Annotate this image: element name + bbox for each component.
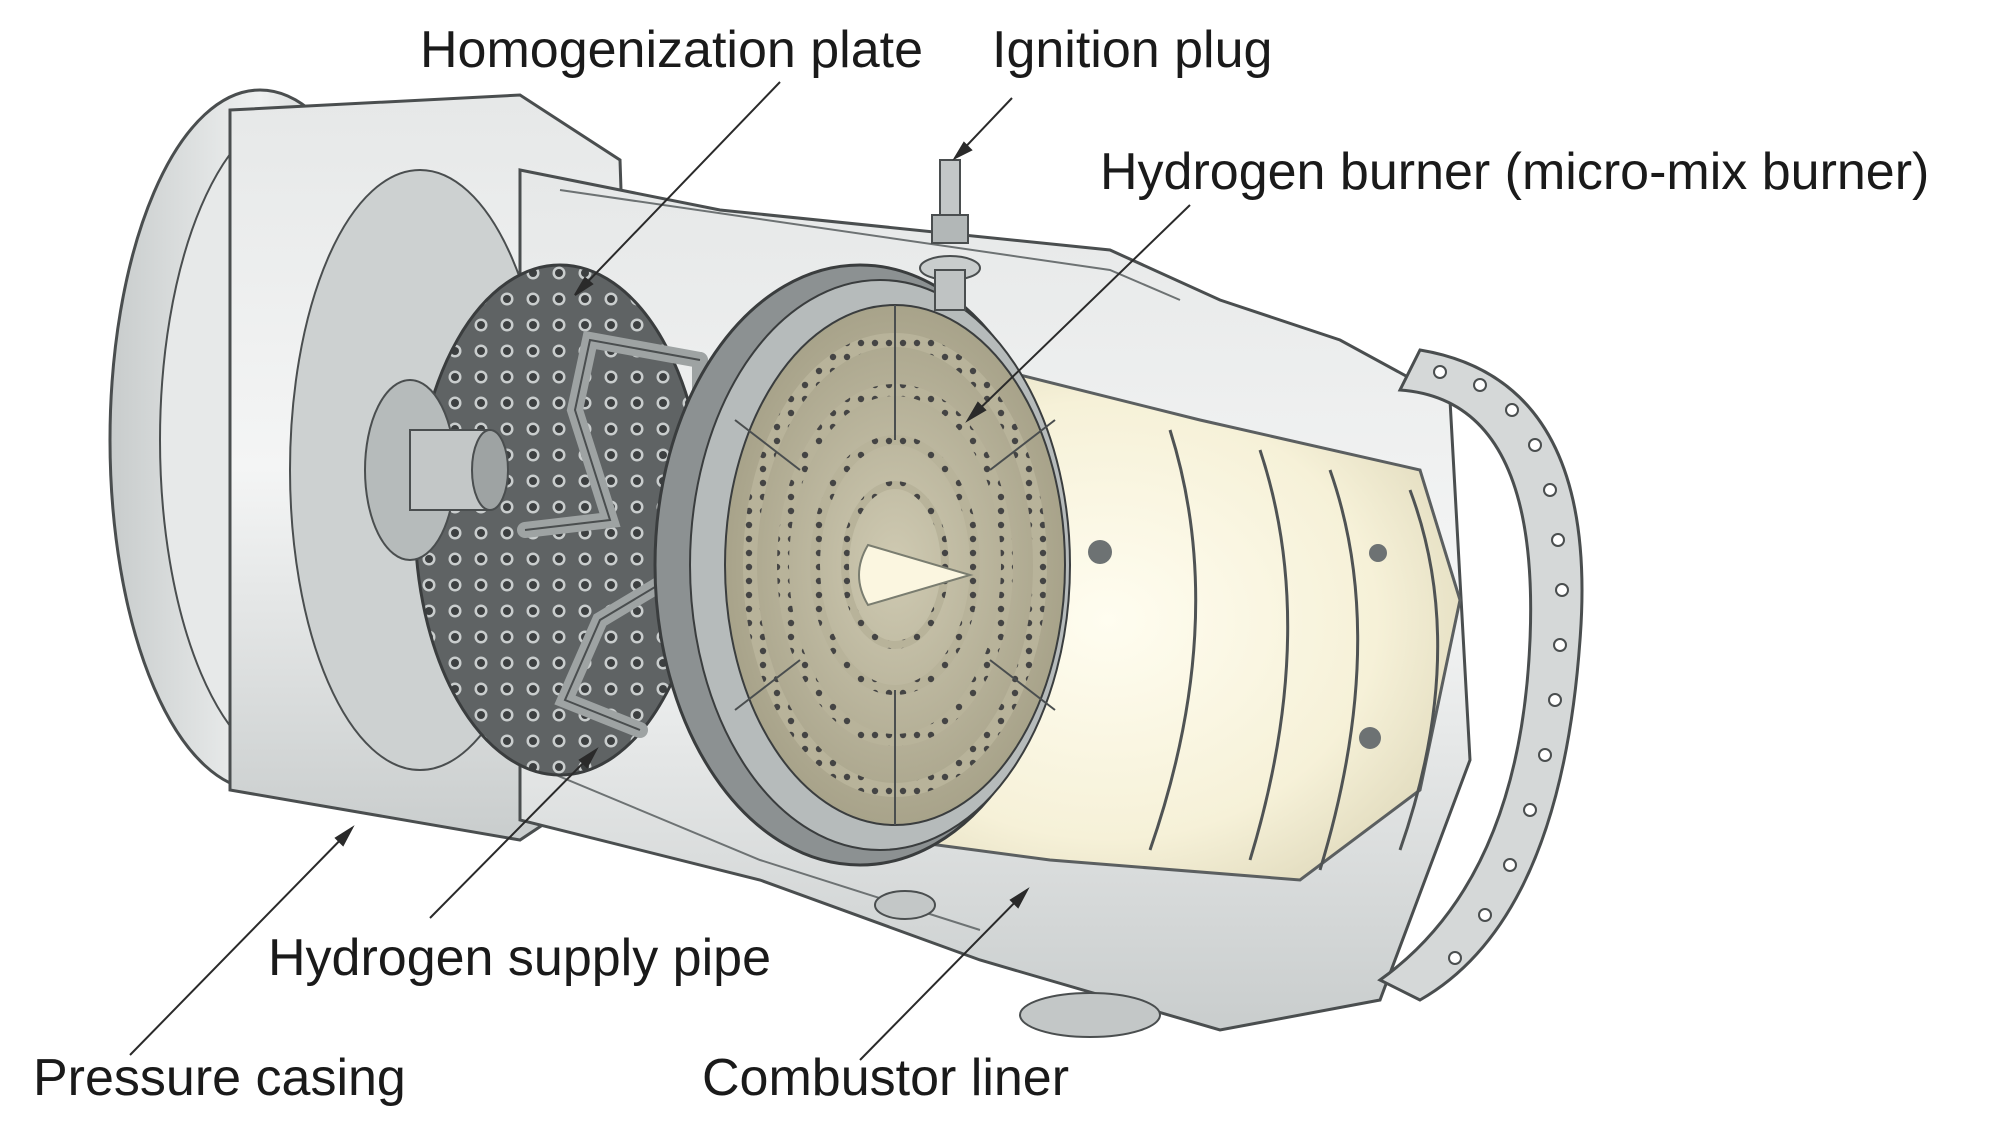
label-hydrogen-burner: Hydrogen burner (micro-mix burner) [1100,143,1930,201]
leader-homogenization-plate [574,81,781,296]
arrowhead-homogenization-plate [574,276,594,296]
leader-combustor-liner [859,889,1028,1061]
leader-hydrogen-burner [967,204,1191,421]
arrowhead-pressure-casing [334,825,355,847]
arrowhead-hydrogen-burner [965,401,987,423]
outlet-flange [1377,348,1584,1002]
ignition-plug [919,159,981,311]
label-combustor-liner: Combustor liner [702,1049,1070,1107]
label-ignition-plug: Ignition plug [992,21,1273,79]
label-pressure-casing: Pressure casing [33,1049,406,1107]
arrowhead-combustor-liner [1009,887,1030,909]
label-hydrogen-supply-pipe: Hydrogen supply pipe [268,929,771,987]
label-homogenization-plate: Homogenization plate [420,21,923,79]
rear-hub [364,379,509,561]
leader-pressure-casing [129,827,353,1056]
center-cone [858,543,974,607]
leader-hydrogen-supply-pipe [429,749,597,919]
bottom-boss [874,890,1161,1038]
arrowhead-ignition-plug [952,141,973,161]
arrowhead-hydrogen-supply-pipe [578,747,599,769]
leader-lines [129,81,1191,1061]
